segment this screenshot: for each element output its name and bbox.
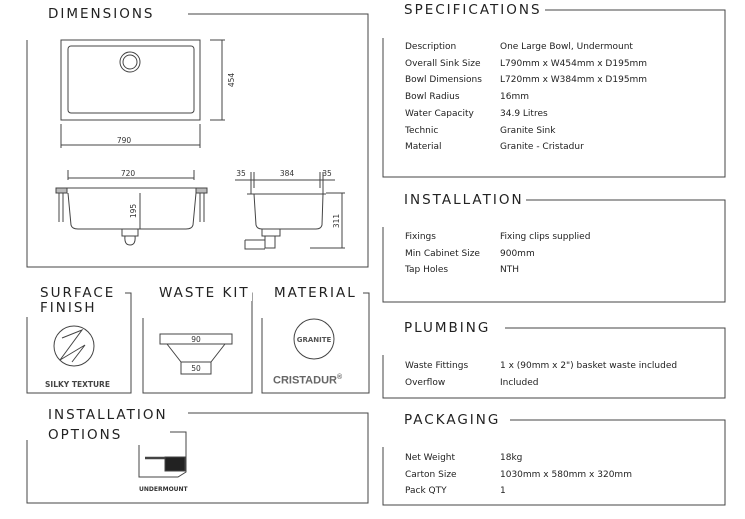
dim-bowl-depth: 195	[129, 204, 138, 219]
dim-side-bowl: 384	[280, 169, 295, 178]
specifications-row-label: Description	[405, 42, 457, 52]
specifications-row-value: 16mm	[500, 92, 529, 103]
specifications-row-label: Overall Sink Size	[405, 58, 481, 69]
specifications-title: SPECIFICATIONS	[402, 2, 544, 18]
plumbing-frame	[382, 327, 726, 399]
installation-options-title: INSTALLATION OPTIONS	[46, 406, 170, 446]
silky-texture-label: SILKY TEXTURE	[45, 380, 110, 389]
cristadur-logo: CRISTADUR®	[273, 374, 342, 387]
waste-bottom-size: 50	[191, 364, 201, 373]
specifications-row-label: Bowl Dimensions	[405, 75, 482, 86]
surface-finish-frame	[26, 292, 132, 394]
packaging-row-value: 1030mm x 580mm x 320mm	[500, 469, 632, 480]
io-title-1: INSTALLATION	[48, 407, 168, 423]
specifications-row-value: Granite - Cristadur	[500, 142, 584, 153]
material-title: MATERIAL	[272, 285, 359, 301]
packaging-frame	[382, 419, 726, 506]
specifications-row-value: 34.9 Litres	[500, 108, 548, 119]
plumbing-row-value: 1 x (90mm x 2") basket waste included	[500, 361, 678, 371]
depth-dim-line	[210, 39, 225, 121]
undermount-label: UNDERMOUNT	[139, 486, 188, 493]
specifications-row-value: L790mm x W454mm x D195mm	[500, 58, 648, 69]
width-dim-line	[60, 124, 201, 148]
packaging-row-value: 1	[500, 486, 506, 497]
installation-row-label: Min Cabinet Size	[405, 248, 480, 259]
waste-kit-title: WASTE KIT	[157, 285, 252, 301]
installation-frame	[382, 199, 726, 303]
plumbing-title: PLUMBING	[402, 320, 493, 336]
dim-bowl-width: 720	[121, 169, 136, 178]
dimensions-frame	[26, 13, 369, 268]
specifications-row-label: Technic	[405, 125, 439, 136]
specifications-row-label: Bowl Radius	[405, 92, 460, 103]
dim-depth: 454	[227, 73, 236, 88]
packaging-row-label: Pack QTY	[405, 486, 447, 497]
specifications-row-label: Material	[405, 142, 442, 153]
plumbing-row-label: Overflow	[405, 377, 446, 388]
specifications-frame	[382, 9, 726, 178]
packaging-title: PACKAGING	[402, 412, 503, 428]
drain-icon	[119, 51, 141, 73]
installation-title: INSTALLATION	[402, 192, 526, 208]
packaging-row-label: Net Weight	[405, 453, 456, 463]
waste-top-size: 90	[191, 335, 201, 344]
specifications-row-value: Granite Sink	[500, 125, 556, 136]
installation-options-frame	[26, 412, 369, 504]
reg-mark: ®	[336, 374, 343, 381]
packaging-row-value: 18kg	[500, 453, 523, 463]
dim-width: 790	[117, 136, 132, 145]
surface-finish-title-2: FINISH	[40, 299, 97, 316]
dim-total-height: 311	[332, 214, 341, 229]
specifications-row-value: L720mm x W384mm x D195mm	[500, 75, 648, 86]
installation-row-label: Tap Holes	[405, 265, 449, 276]
dimensions-title: DIMENSIONS	[46, 6, 157, 22]
installation-row-value: NTH	[500, 265, 519, 276]
plumbing-row-label: Waste Fittings	[405, 361, 469, 371]
installation-row-value: 900mm	[500, 248, 535, 259]
packaging-row-label: Carton Size	[405, 469, 457, 480]
specifications-row-label: Water Capacity	[405, 108, 474, 119]
specifications-row-value: One Large Bowl, Undermount	[500, 42, 633, 52]
granite-label: GRANITE	[297, 336, 332, 344]
dim-rim-right: 35	[322, 169, 332, 178]
plumbing-row-value: Included	[500, 377, 539, 388]
sink-plan-outer	[60, 39, 201, 121]
sink-plan-bowl	[67, 45, 195, 114]
brand-text: CRISTADUR	[273, 374, 337, 387]
installation-row-value: Fixing clips supplied	[500, 232, 591, 242]
installation-row-label: Fixings	[405, 232, 436, 242]
material-frame	[261, 292, 370, 394]
io-title-2: OPTIONS	[48, 426, 123, 443]
surface-finish-title-1: SURFACE	[40, 285, 116, 301]
dim-rim-left: 35	[236, 169, 246, 178]
